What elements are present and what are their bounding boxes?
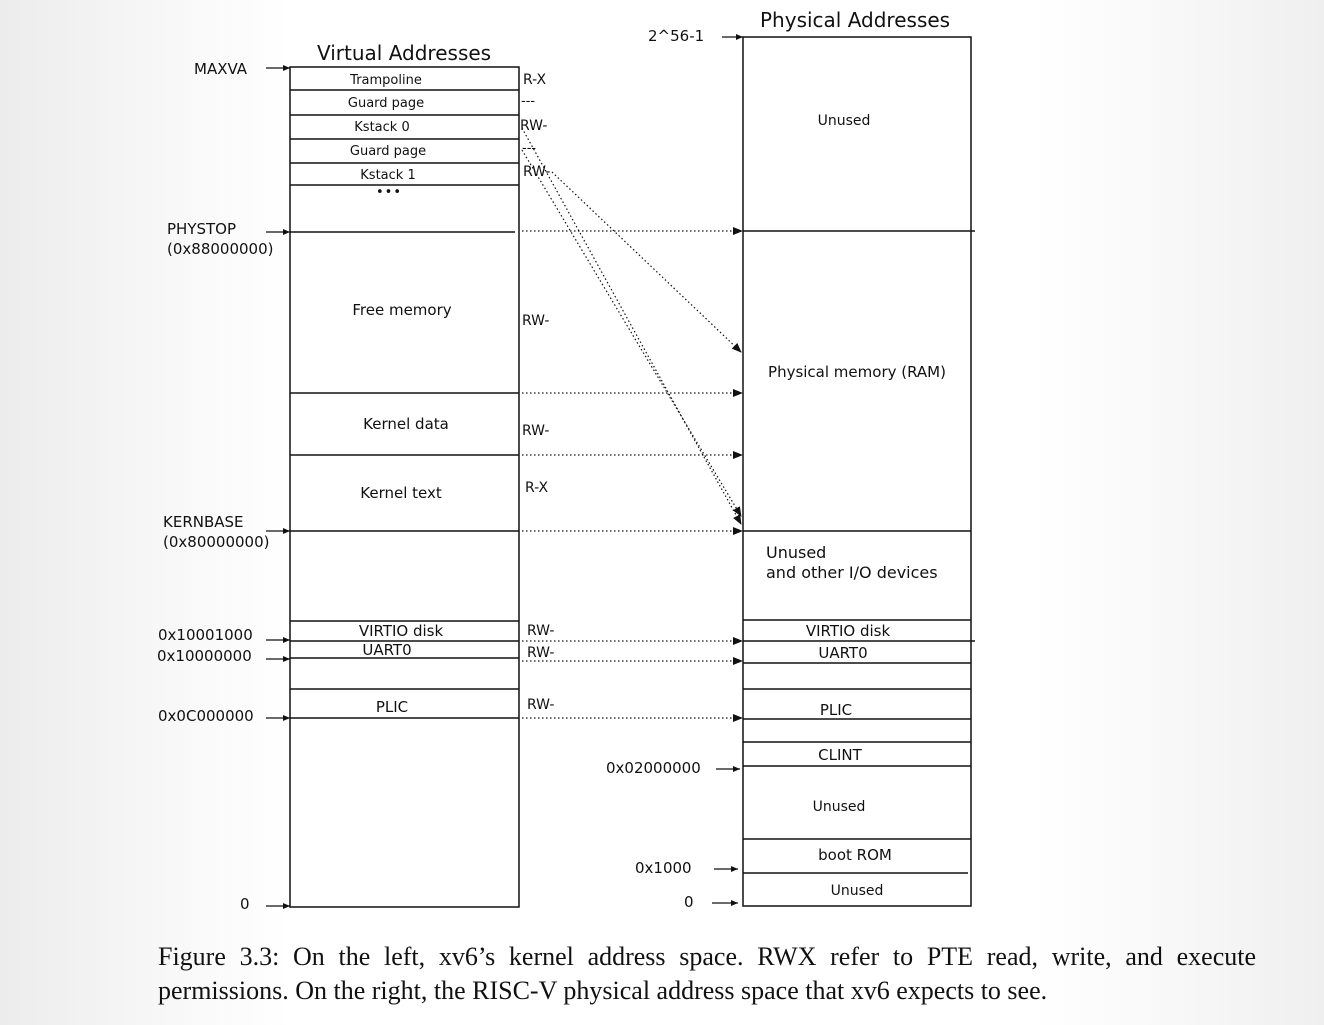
addr-kernbase: KERNBASE [163, 513, 244, 531]
virtual-region-plic: PLIC [375, 698, 409, 716]
physical-address-arrows [712, 34, 743, 906]
addr-virtio-virtual: 0x10001000 [158, 626, 253, 644]
virtual-title: Virtual Addresses [317, 41, 492, 65]
addr-physical-top: 2^56-1 [648, 27, 705, 45]
physical-region-unused-io-line2: and other I/O devices [766, 563, 938, 582]
virtual-region-free-memory: Free memory [352, 301, 452, 319]
physical-region-virtio-disk: VIRTIO disk [805, 622, 891, 640]
perm-guard-page-1: --- [522, 141, 537, 156]
perm-trampoline: R-X [523, 72, 547, 88]
addr-kernbase-hex: (0x80000000) [163, 533, 270, 551]
addr-zero-virtual: 0 [240, 895, 250, 913]
addr-clint: 0x02000000 [606, 759, 701, 777]
addr-phystop: PHYSTOP [167, 220, 237, 238]
virtual-region-kstack-0: Kstack 0 [354, 120, 410, 135]
perm-uart0: RW- [527, 645, 555, 661]
physical-title: Physical Addresses [760, 8, 951, 32]
addr-bootrom: 0x1000 [635, 859, 692, 877]
addr-uart-virtual: 0x10000000 [157, 647, 252, 665]
virtual-region-ellipsis: ••• [375, 185, 403, 200]
physical-region-unused-io-line1: Unused [766, 543, 827, 562]
addr-zero-physical: 0 [684, 893, 694, 911]
virtual-region-guard-page-0: Guard page [347, 96, 425, 111]
virtual-region-kernel-text: Kernel text [360, 484, 442, 502]
virtual-region-kstack-1: Kstack 1 [360, 168, 416, 183]
physical-region-clint: CLINT [818, 746, 862, 764]
addr-plic-virtual: 0x0C000000 [158, 707, 254, 725]
virtual-region-kernel-data: Kernel data [363, 415, 449, 433]
physical-region-plic: PLIC [819, 701, 853, 719]
virtual-region-trampoline: Trampoline [350, 73, 422, 88]
virtual-region-uart0: UART0 [362, 641, 412, 659]
perm-kernel-data: RW- [522, 423, 550, 439]
perm-guard-page-0: --- [521, 94, 536, 109]
perm-virtio-disk: RW- [527, 623, 555, 639]
addr-maxva: MAXVA [194, 60, 248, 78]
virtual-region-virtio-disk: VIRTIO disk [358, 622, 444, 640]
perm-kstack-0: RW- [520, 118, 548, 134]
physical-region-unused-bottom: Unused [830, 883, 884, 899]
physical-region-unused-top: Unused [817, 113, 871, 129]
virtual-address-arrows [266, 65, 290, 909]
perm-plic: RW- [527, 697, 555, 713]
mapping-arrows [521, 127, 743, 722]
addr-phystop-hex: (0x88000000) [167, 240, 274, 258]
physical-column [742, 36, 975, 907]
perm-kstack-1: RW- [523, 164, 551, 180]
physical-region-unused-mid: Unused [812, 799, 866, 815]
perm-free-memory: RW- [522, 313, 550, 329]
physical-region-uart0: UART0 [818, 644, 868, 662]
virtual-region-guard-page-1: Guard page [349, 144, 427, 159]
virtual-column [289, 66, 520, 908]
physical-region-boot-rom: boot ROM [818, 846, 892, 864]
physical-region-ram: Physical memory (RAM) [768, 363, 946, 381]
perm-kernel-text: R-X [525, 480, 549, 496]
figure-caption: Figure 3.3: On the left, xv6’s kernel ad… [158, 942, 1256, 1005]
